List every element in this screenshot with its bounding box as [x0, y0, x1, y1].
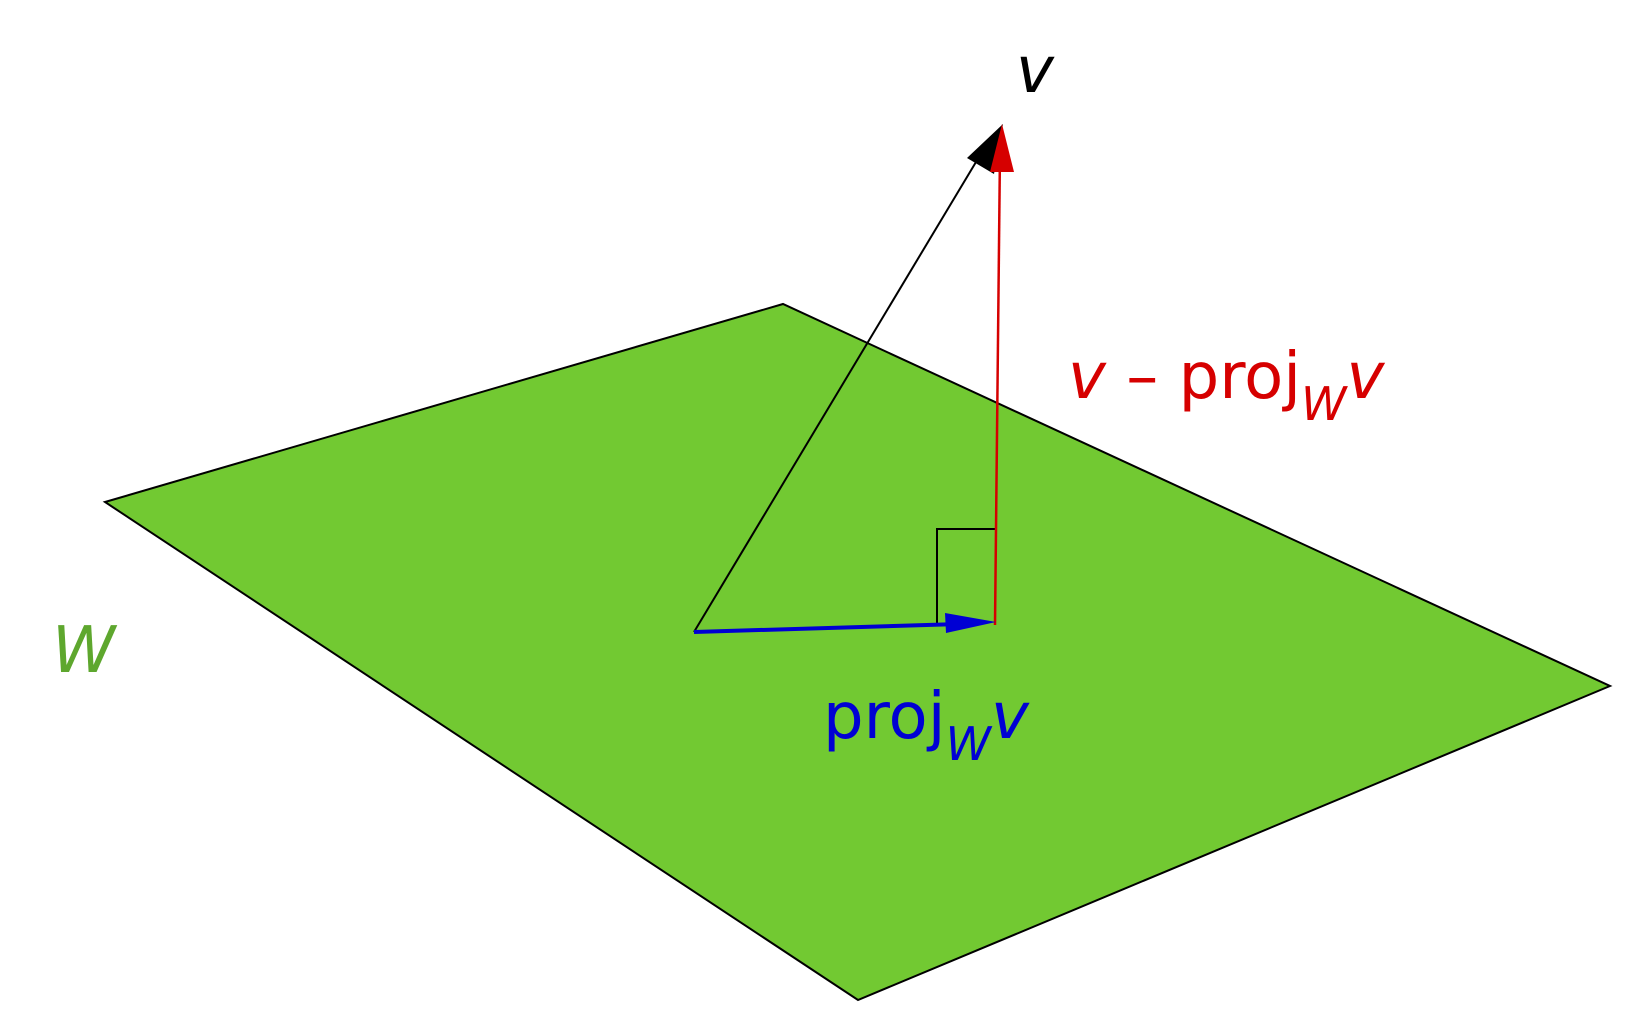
label-projection-subscript: W: [945, 717, 992, 771]
label-plane-w: W: [52, 614, 118, 688]
label-residual-v: v: [1068, 340, 1107, 414]
label-residual-minus: –: [1106, 340, 1179, 414]
label-residual-v2: v: [1347, 340, 1386, 414]
right-angle-marker: [936, 528, 995, 624]
label-projection-proj: proj: [823, 680, 945, 754]
label-residual-subscript: W: [1301, 377, 1348, 431]
label-projection: projWv: [823, 680, 1030, 771]
plane-w: [102, 302, 1613, 1002]
residual-vector-shaft: [993, 149, 1002, 626]
residual-vector-arrowhead: [990, 124, 1014, 172]
label-projection-v: v: [991, 680, 1030, 754]
label-residual: v – projWv: [1068, 340, 1386, 431]
label-residual-proj: proj: [1179, 340, 1301, 414]
label-v: v: [1016, 34, 1055, 108]
projection-vector-shaft: [693, 622, 961, 634]
projection-vector-arrowhead: [945, 613, 996, 633]
vector-v-shaft: [693, 146, 986, 633]
